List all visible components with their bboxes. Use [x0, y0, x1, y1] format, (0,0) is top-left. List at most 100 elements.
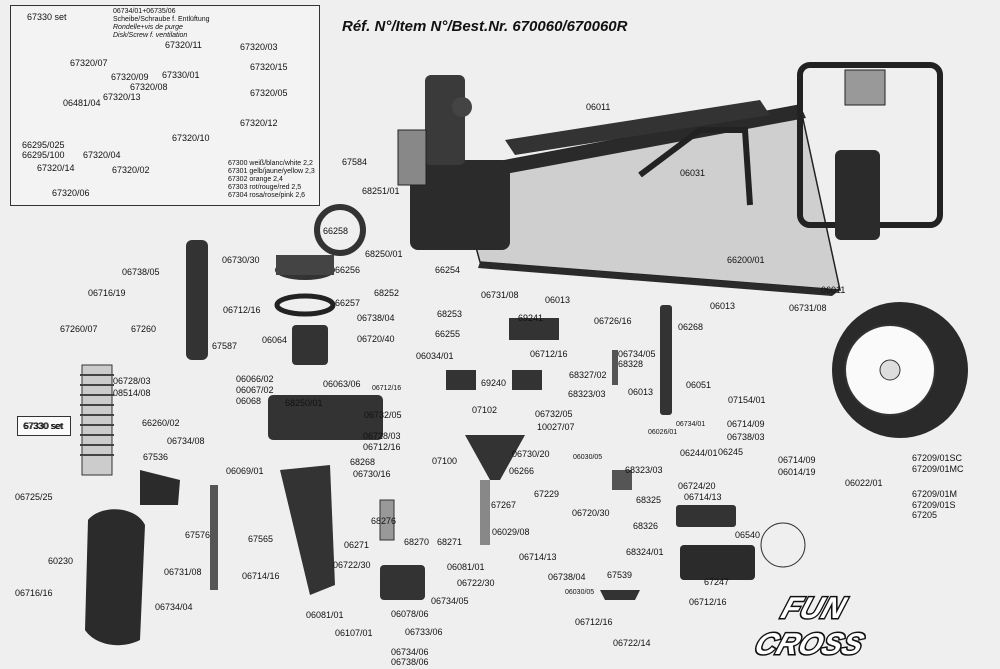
part-label: 68250/01 — [285, 398, 323, 408]
part-label: 06731/08 — [164, 567, 202, 577]
part-label: 06068 — [236, 396, 262, 406]
logo-text-cross: CROSS — [751, 627, 869, 661]
part-label: 06738/04 — [548, 572, 586, 582]
part-label: 06724/20 — [678, 481, 716, 491]
part-label: 06540 — [735, 530, 761, 540]
part-label: 69241 — [518, 313, 544, 323]
part-label: 67205 — [912, 510, 938, 520]
part-label: 06013 — [545, 295, 571, 305]
part-label: 68327/02 — [569, 370, 607, 380]
part-label: 67209/01MC — [912, 464, 964, 474]
inset-note: 06734/01+06735/06 — [113, 8, 176, 15]
part-label: 68323/03 — [568, 389, 606, 399]
part-label: 68324/01 — [626, 547, 664, 557]
inset-part-label: 67320/08 — [130, 82, 168, 92]
inset-part-label: 67320/05 — [250, 88, 288, 98]
part-label: 68268 — [350, 457, 376, 467]
part-label: 68251/01 — [362, 186, 400, 196]
part-label: 06712/16 — [223, 305, 261, 315]
spring-note: 67302 orange 2,4 — [228, 176, 283, 183]
part-label: 06067/02 — [236, 385, 274, 395]
part-label: 68323/03 — [625, 465, 663, 475]
fun-cross-logo: FUN CROSS — [749, 589, 870, 662]
part-label: 06271 — [344, 540, 370, 550]
part-label: 67229 — [534, 489, 560, 499]
part-label: 68325 — [636, 495, 662, 505]
part-label: 06728/03 — [363, 431, 401, 441]
part-label: 68253 — [437, 309, 463, 319]
part-label: 06011 — [821, 285, 846, 295]
inset-part-label: 67320/11 — [165, 40, 202, 50]
part-label: 06733/06 — [405, 627, 443, 637]
spring-note: 67300 weiß/blanc/white 2,2 — [228, 160, 313, 167]
part-label: 06051 — [686, 380, 712, 390]
part-label: 06081/01 — [306, 610, 344, 620]
part-label: 06014/19 — [778, 467, 816, 477]
part-label: 67260/07 — [60, 324, 98, 334]
part-label: 06722/30 — [457, 578, 495, 588]
part-label: 06268 — [678, 322, 704, 332]
part-label: 06732/05 — [535, 409, 573, 419]
part-label: 06714/13 — [684, 492, 722, 502]
part-label: 67539 — [607, 570, 633, 580]
part-label: 06714/09 — [727, 419, 765, 429]
part-label: 06066/02 — [236, 374, 274, 384]
inset-part-label: 67320/12 — [240, 118, 278, 128]
part-label: 06722/14 — [613, 638, 651, 648]
part-label: 06714/13 — [519, 552, 557, 562]
shock-set-label: 67330 set — [23, 421, 63, 431]
part-label: 06081/01 — [447, 562, 485, 572]
diagram-title: Réf. N°/Item N°/Best.Nr. 670060/670060R — [342, 18, 628, 35]
part-label: 06064 — [262, 335, 288, 345]
inset-part-label: 67320/07 — [70, 58, 108, 68]
part-label: 06734/05 — [618, 349, 656, 359]
shock-set-box: 67330 set — [17, 416, 71, 436]
logo-text-fun: FUN — [777, 591, 850, 625]
part-label: 66260/02 — [142, 418, 180, 428]
inset-part-label: 67320/02 — [112, 165, 150, 175]
inset-part-label: 67320/10 — [172, 133, 210, 143]
part-label: 67565 — [248, 534, 274, 544]
inset-part-label: 67330/01 — [162, 70, 200, 80]
inset-note: Disk/Screw f. ventilation — [113, 32, 188, 39]
part-label: 66256 — [335, 265, 361, 275]
part-label: 06734/01 — [676, 421, 706, 428]
part-label: 06722/30 — [333, 560, 371, 570]
part-label: 06725/25 — [15, 492, 53, 502]
part-label: 06712/16 — [530, 349, 568, 359]
part-label: 68328 — [618, 359, 644, 369]
part-label: 06730/16 — [353, 469, 391, 479]
part-label: 07102 — [472, 405, 498, 415]
part-label: 06731/08 — [789, 303, 827, 313]
part-label: 06720/40 — [357, 334, 395, 344]
part-label: 06728/03 — [113, 376, 151, 386]
part-label: 06734/06 — [391, 647, 429, 657]
part-label: 06244/01 — [680, 448, 718, 458]
inset-set-label: 67330 set — [27, 12, 67, 22]
spring-note: 67301 gelb/jaune/yellow 2,3 — [228, 168, 315, 175]
part-label: 10027/07 — [537, 422, 575, 432]
part-label: 06078/06 — [391, 609, 429, 619]
part-label: 06712/16 — [689, 597, 727, 607]
part-label: 07100 — [432, 456, 458, 466]
part-label: 06026/01 — [648, 429, 678, 436]
part-label: 06714/16 — [242, 571, 280, 581]
inset-note: Scheibe/Schraube f. Entlüftung — [113, 16, 210, 23]
part-label: 67209/01SC — [912, 453, 963, 463]
shock-inset-panel — [10, 5, 320, 206]
part-label: 67587 — [212, 341, 238, 351]
spring-note: 67303 rot/rouge/red 2,5 — [228, 184, 302, 191]
part-label: 06022/01 — [845, 478, 883, 488]
part-label: 06107/01 — [335, 628, 373, 638]
part-label: 08514/08 — [113, 388, 151, 398]
part-label: 67247 — [704, 577, 730, 587]
spring-note: 67304 rosa/rose/pink 2,6 — [228, 192, 306, 199]
part-label: 06245 — [718, 447, 744, 457]
part-label: 06034/01 — [416, 351, 454, 361]
part-label: 06013 — [628, 387, 654, 397]
inset-part-label: 67320/04 — [83, 150, 121, 160]
part-label: 06712/16 — [372, 385, 402, 392]
part-label: 68270 — [404, 537, 430, 547]
part-label: 06069/01 — [226, 466, 264, 476]
